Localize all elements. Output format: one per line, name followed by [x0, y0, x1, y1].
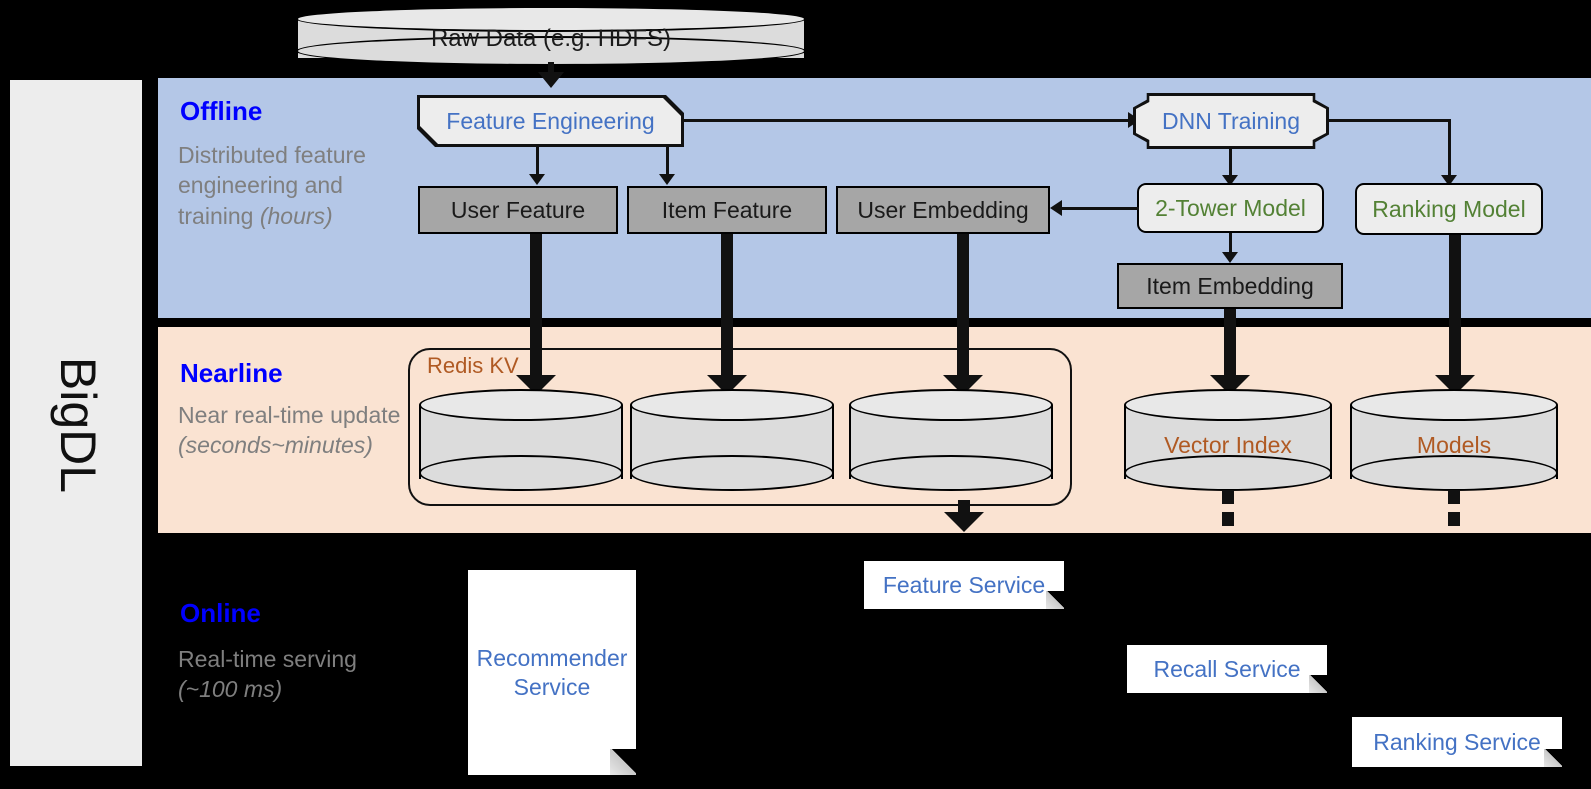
bigdl-label: BigDL	[50, 356, 106, 494]
recommender-service-label: Recommender Service	[476, 644, 628, 700]
user-embedding-box[interactable]: User Embedding	[836, 186, 1050, 234]
ranking-service-label: Ranking Service	[1373, 728, 1541, 755]
redis-kv-container	[408, 348, 1072, 506]
band-title-offline: Offline	[180, 96, 263, 126]
models-label: Models	[1416, 432, 1492, 458]
arrowhead-rawdata-fe	[538, 72, 564, 88]
pipe-userembedding-store3	[957, 234, 969, 384]
redis-kv-label: Redis KV	[427, 353, 519, 378]
arrowhead-dnn-ranking	[1441, 175, 1457, 186]
connector-vectorindex-stub-1	[1222, 490, 1234, 504]
connector-models-stub-2	[1448, 512, 1460, 526]
recommender-service-doc[interactable]: Recommender Service	[468, 570, 636, 775]
band-title-nearline: Nearline	[180, 358, 283, 388]
store-cylinder-user-embedding[interactable]	[849, 389, 1053, 494]
dnn-training-box[interactable]: DNN Training	[1136, 96, 1326, 146]
vector-index-label: Vector Index	[1164, 432, 1292, 458]
vector-index-cylinder[interactable]: Vector Index	[1124, 389, 1332, 494]
raw-data-cylinder: Raw Data (e.g. HDFS)	[296, 4, 806, 68]
band-subtitle-online: Real-time serving (~100 ms)	[178, 646, 357, 703]
arrowhead-twotower-userembedding	[1050, 200, 1062, 216]
pipe-userfeature-store1	[530, 234, 542, 384]
connector-models-stub-1	[1448, 490, 1460, 504]
connector-dnn-twotower	[1229, 149, 1232, 181]
connector-fe-userfeature	[536, 147, 539, 179]
feature-service-doc[interactable]: Feature Service	[864, 561, 1064, 609]
item-feature-box[interactable]: Item Feature	[627, 186, 827, 234]
two-tower-model-box[interactable]: 2-Tower Model	[1137, 183, 1324, 233]
page-fold-icon	[610, 749, 636, 775]
band-title-online: Online	[180, 598, 261, 628]
raw-data-label: Raw Data (e.g. HDFS)	[430, 25, 672, 52]
bigdl-framework-rail: BigDL	[8, 78, 144, 768]
ranking-service-doc[interactable]: Ranking Service	[1352, 717, 1562, 767]
raw-data-top	[296, 6, 806, 32]
pipe-itemfeature-store2	[721, 234, 733, 384]
bigdl-label-wrapper: BigDL	[10, 80, 146, 770]
band-subtitle-offline: Distributed feature engineering and trai…	[178, 142, 366, 229]
feature-engineering-box[interactable]: Feature Engineering	[420, 98, 681, 144]
connector-vectorindex-stub-2	[1222, 512, 1234, 526]
connector-dnn-ranking-h	[1329, 119, 1450, 122]
arrowhead-fe-itemfeature	[659, 174, 675, 185]
connector-redis-featureservice	[958, 500, 970, 514]
store-cylinder-user-feature[interactable]	[419, 389, 623, 494]
item-embedding-box[interactable]: Item Embedding	[1117, 263, 1343, 309]
band-subtitle-nearline: Near real-time update (seconds~minutes)	[178, 402, 401, 459]
connector-twotower-userembedding	[1061, 207, 1139, 210]
page-fold-icon	[1046, 591, 1064, 609]
arrowhead-twotower-itemembedding	[1222, 252, 1238, 263]
connector-fe-dnn	[684, 119, 1134, 122]
connector-dnn-ranking-v	[1448, 119, 1451, 181]
page-fold-icon	[1309, 675, 1327, 693]
store-cylinder-item-feature[interactable]	[630, 389, 834, 494]
recall-service-label: Recall Service	[1153, 655, 1301, 682]
pipe-rankingmodel-models	[1449, 235, 1461, 384]
models-cylinder[interactable]: Models	[1350, 389, 1558, 494]
arrowhead-redis-featureservice	[944, 512, 984, 532]
connector-rawdata-fe	[548, 62, 554, 80]
pipe-itemembedding-vectorindex	[1224, 309, 1236, 384]
connector-twotower-itemembedding	[1229, 233, 1232, 259]
user-feature-box[interactable]: User Feature	[418, 186, 618, 234]
ranking-model-box[interactable]: Ranking Model	[1355, 183, 1543, 235]
arrowhead-dnn-twotower	[1222, 175, 1238, 186]
page-fold-icon	[1544, 749, 1562, 767]
recall-service-doc[interactable]: Recall Service	[1127, 645, 1327, 693]
feature-service-label: Feature Service	[882, 571, 1046, 598]
arrowhead-fe-userfeature	[529, 174, 545, 185]
connector-fe-itemfeature	[666, 147, 669, 179]
